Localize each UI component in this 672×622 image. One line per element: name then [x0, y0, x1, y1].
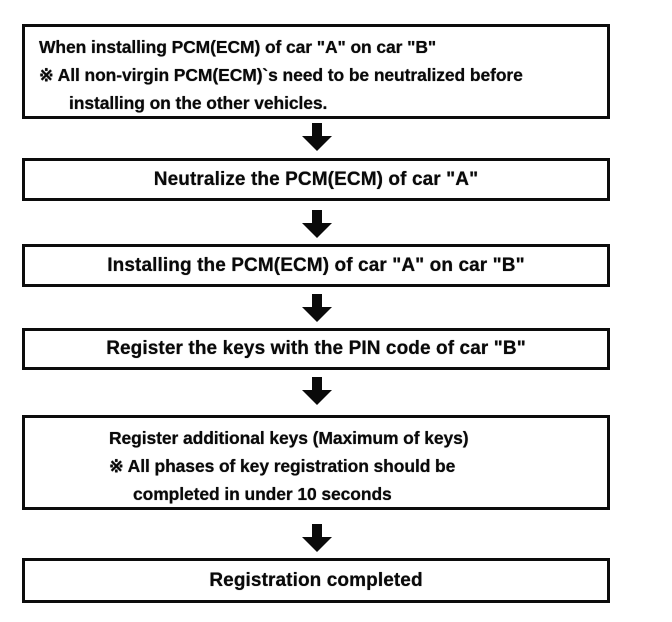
step-note-line: ※ All non-virgin PCM(ECM)`s need to be n… — [39, 65, 523, 85]
down-arrow-icon — [301, 123, 333, 151]
flow-step-condition: When installing PCM(ECM) of car "A" on c… — [22, 24, 610, 119]
step-text-line: Installing the PCM(ECM) of car "A" on ca… — [107, 254, 525, 276]
flow-step-neutralize: Neutralize the PCM(ECM) of car "A" — [22, 158, 610, 201]
down-arrow-icon — [301, 294, 333, 322]
down-arrow-icon — [301, 377, 333, 405]
step-text-line: When installing PCM(ECM) of car "A" on c… — [39, 37, 437, 57]
flow-step-register-additional-keys: Register additional keys (Maximum of key… — [22, 415, 610, 510]
step-note-line: ※ All phases of key registration should … — [109, 456, 456, 476]
arrow-head — [302, 136, 332, 151]
down-arrow-icon — [301, 524, 333, 552]
arrow-head — [302, 390, 332, 405]
arrow-stem — [312, 524, 322, 537]
step-text-line: Register additional keys (Maximum of key… — [109, 428, 469, 448]
arrow-stem — [312, 377, 322, 390]
arrow-stem — [312, 210, 322, 223]
arrow-stem — [312, 123, 322, 136]
step-note-continuation: completed in under 10 seconds — [133, 484, 392, 504]
arrow-head — [302, 537, 332, 552]
arrow-head — [302, 307, 332, 322]
step-text-line: Registration completed — [209, 569, 423, 591]
arrow-stem — [312, 294, 322, 307]
flow-step-install: Installing the PCM(ECM) of car "A" on ca… — [22, 244, 610, 287]
down-arrow-icon — [301, 210, 333, 238]
step-text-line: Neutralize the PCM(ECM) of car "A" — [153, 168, 479, 190]
step-text-line: Register the keys with the PIN code of c… — [106, 338, 526, 359]
arrow-head — [302, 223, 332, 238]
flow-step-register-keys: Register the keys with the PIN code of c… — [22, 328, 610, 370]
step-note-continuation: installing on the other vehicles. — [69, 93, 328, 113]
flow-step-completed: Registration completed — [22, 558, 610, 603]
